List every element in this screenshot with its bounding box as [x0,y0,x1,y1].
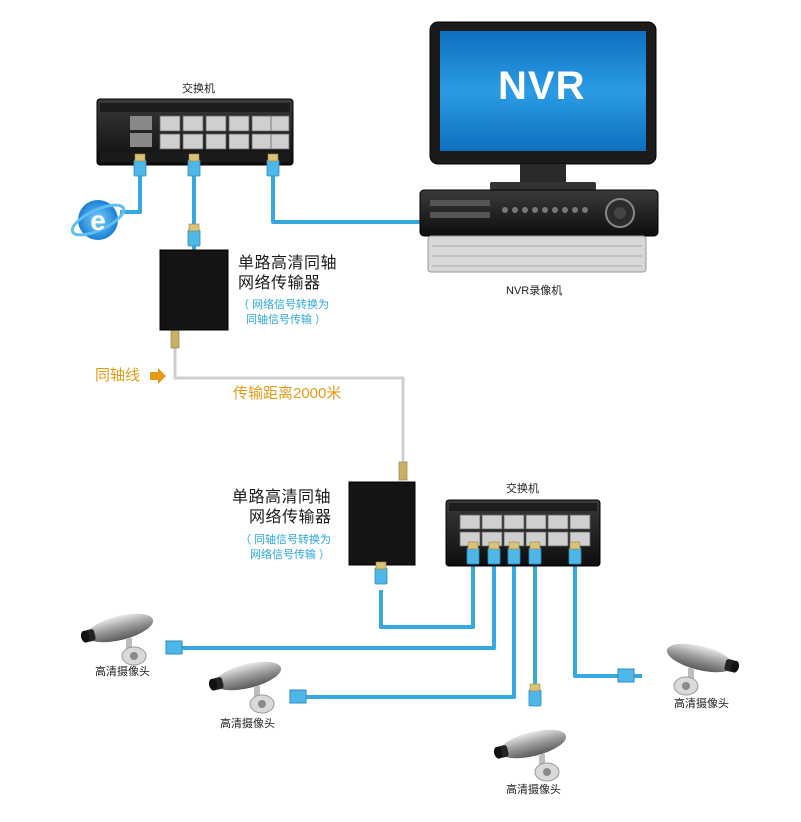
camera-label-1: 高清摄像头 [95,666,150,678]
ie-browser-icon: e [70,200,126,240]
nvr-screen-text: NVR [498,64,586,108]
camera-label-4: 高清摄像头 [674,698,729,710]
rj45-connector [165,640,183,655]
transmitter-bottom-note-1: （ 同轴信号转换为 [240,534,332,546]
transmitter-top-note-1: （ 网络信号转换为 [238,299,330,311]
cable-switch-to-transmitter-bottom [379,560,475,629]
monitor-icon [429,21,657,190]
transmitter-top-note-2: 同轴信号传输 ） [246,314,327,326]
transmitter-bottom-title-2: 网络传输器 [249,509,332,526]
camera-icon [492,723,570,782]
cable-to-camera-1 [176,560,496,650]
camera-icon [207,655,285,714]
distance-label: 传输距离2000米 [233,385,342,402]
transmitter-bottom-title-1: 单路高清同轴 [232,489,332,506]
network-switch-icon [96,98,294,166]
network-cables [120,175,642,700]
nvr-recorder-label: NVR录像机 [506,285,563,297]
transmitter-top-title-1: 单路高清同轴 [238,255,338,272]
coax-cable [173,330,405,470]
nvr-recorder-icon [419,189,659,273]
transmitter-top-title-2: 网络传输器 [238,275,321,292]
rj45-connector [617,668,635,683]
switch-bottom-label: 交换机 [506,483,539,495]
network-switch-icon [445,499,601,567]
cable-to-camera-4 [573,560,642,678]
camera-icon [79,607,157,666]
arrow-right-icon [150,368,166,384]
coax-connector-top [170,329,180,349]
cable-switch-to-browser [120,175,142,214]
transmitter-bottom-note-2: 网络信号传输 ） [250,549,331,561]
cable-to-camera-2 [300,560,516,699]
coax-transmitter-icon [348,481,416,566]
switch-top-label: 交换机 [182,83,215,95]
rj45-connector [289,689,307,704]
svg-text:e: e [90,205,106,236]
coax-transmitter-icon [159,249,229,331]
camera-label-2: 高清摄像头 [220,718,275,730]
coax-line-label: 同轴线 [95,367,141,384]
camera-icon [663,637,741,696]
cable-switch-to-nvr [271,175,425,224]
camera-label-3: 高清摄像头 [506,784,561,796]
coax-connector-bottom [398,461,408,481]
